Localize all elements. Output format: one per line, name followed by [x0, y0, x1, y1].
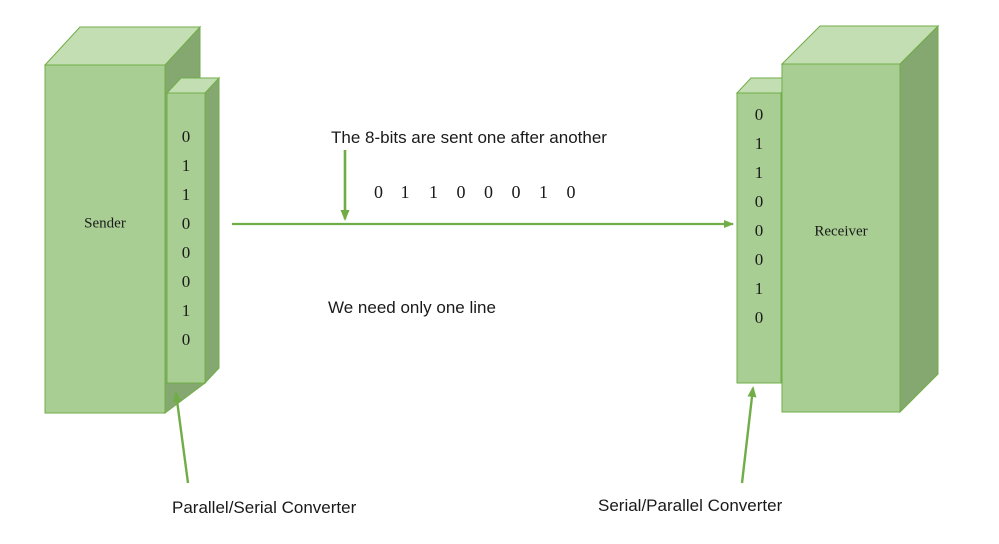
sender-box-front-face	[44, 64, 166, 414]
receiver-converter-strip	[735, 77, 797, 384]
receiver-bit: 0	[754, 192, 764, 211]
receiver-converter-front-face	[736, 92, 782, 384]
receiver-bit: 0	[754, 308, 764, 327]
sender-bit: 1	[181, 156, 191, 175]
receiver-bit: 1	[754, 279, 764, 298]
sender-converter-callout-arrow	[172, 391, 190, 484]
stream-bit: 0	[374, 182, 384, 202]
sender-bit: 0	[181, 243, 191, 262]
stream-bit: 0	[484, 182, 494, 202]
receiver-box-front-face	[781, 63, 901, 413]
sender-converter-front-face	[166, 92, 206, 384]
sender-converter-side-face	[204, 76, 220, 385]
stream-bit: 0	[511, 182, 521, 202]
sender-bit: 0	[181, 272, 191, 291]
sender-bit: 0	[181, 214, 191, 233]
stream-bit: 0	[456, 182, 466, 202]
sender-converter-strip	[165, 76, 221, 385]
sender-bottom-bevel	[164, 382, 207, 414]
serial-parallel-converter-label: Serial/Parallel Converter	[598, 496, 783, 515]
note-bits-sent-sequentially: The 8-bits are sent one after another	[331, 128, 607, 147]
stream-bit: 1	[539, 182, 549, 202]
sender-bit-column: 0 1 1 0 0 0 1 0	[167, 122, 205, 354]
sender-bit: 0	[181, 330, 191, 349]
receiver-bit: 1	[754, 134, 764, 153]
receiver-bit: 0	[754, 221, 764, 240]
stream-bit: 1	[400, 182, 410, 202]
sender-bit: 1	[181, 185, 191, 204]
receiver-bit: 0	[754, 250, 764, 269]
sender-bit: 1	[181, 301, 191, 320]
stream-bit: 0	[566, 182, 576, 202]
note-one-line-needed: We need only one line	[328, 298, 496, 317]
receiver-converter-callout-arrow	[740, 386, 757, 484]
receiver-bit-column: 0 1 1 0 0 0 1 0	[737, 100, 781, 332]
receiver-bit: 1	[754, 163, 764, 182]
parallel-serial-converter-label: Parallel/Serial Converter	[172, 498, 357, 517]
stream-bit: 1	[429, 182, 439, 202]
receiver-label: Receiver	[814, 223, 868, 240]
receiver-box	[780, 24, 940, 414]
sender-label: Sender	[84, 215, 126, 232]
receiver-box-side-face	[899, 24, 939, 414]
sender-bit: 0	[181, 127, 191, 146]
receiver-bit: 0	[754, 105, 764, 124]
